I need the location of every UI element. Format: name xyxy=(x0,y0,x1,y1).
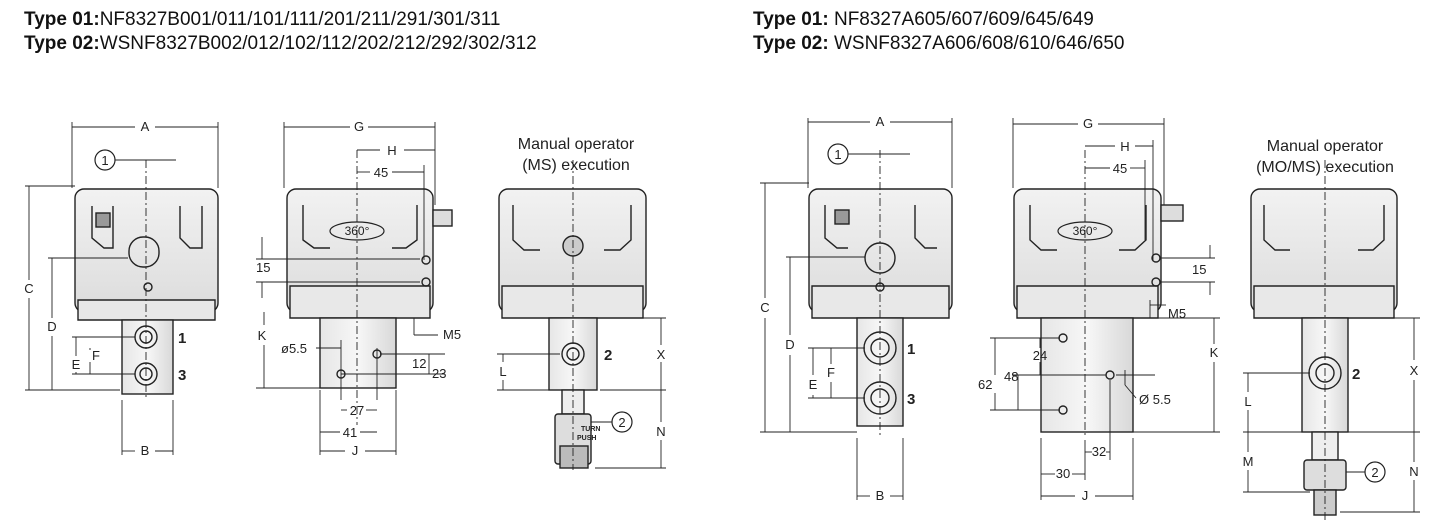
dim-C-right: C xyxy=(760,300,769,315)
dim-24-right: 24 xyxy=(1033,348,1047,363)
thread-M5-right: M5 xyxy=(1168,306,1186,321)
manual-operator-left-line2: (MS) execution xyxy=(522,157,630,174)
dim-X-left: X xyxy=(657,347,666,362)
view4-front xyxy=(808,150,953,435)
dim-A-right: A xyxy=(876,114,885,129)
dim-X-right: X xyxy=(1410,363,1419,378)
left-type02-value: WSNF8327B002/012/102/112/202/212/292/302… xyxy=(99,33,537,54)
callout-2-right: 2 xyxy=(1371,465,1378,480)
dim-32-right: 32 xyxy=(1092,444,1106,459)
dim-G-right: G xyxy=(1083,116,1093,131)
dim-B-right: B xyxy=(876,488,885,503)
dim-E-right: E xyxy=(809,377,818,392)
left-type01-header: Type 01:NF8327B001/011/101/111/201/211/2… xyxy=(24,8,500,31)
dim-A-left: A xyxy=(141,119,150,134)
left-type01-label: Type 01: xyxy=(24,9,100,30)
push-label: PUSH xyxy=(577,435,596,442)
dim-E-left: E xyxy=(72,357,81,372)
port-3-left: 3 xyxy=(178,367,186,384)
dim-G-left: G xyxy=(354,119,364,134)
right-type02-label: Type 02: xyxy=(753,33,829,54)
dim-K-left: K xyxy=(258,328,267,343)
dim-45-right: 45 xyxy=(1113,161,1127,176)
right-type01-label: Type 01: xyxy=(753,9,829,30)
dim-N-left: N xyxy=(656,424,665,439)
dim-N-right: N xyxy=(1409,464,1418,479)
dim-23-left: 23 xyxy=(432,366,446,381)
left-type02-header: Type 02:WSNF8327B002/012/102/112/202/212… xyxy=(24,32,537,55)
port-1-left: 1 xyxy=(178,330,186,347)
left-type01-value: NF8327B001/011/101/111/201/211/291/301/3… xyxy=(99,9,501,30)
dim-45-left: 45 xyxy=(374,165,388,180)
view2-dimensions xyxy=(256,122,445,455)
callout-1-right: 1 xyxy=(834,147,841,162)
dim-41-left: 41 xyxy=(343,425,357,440)
view2-side xyxy=(286,150,453,425)
view5-side xyxy=(1013,150,1184,435)
dim-62-right: 62 xyxy=(978,377,992,392)
dim-H-right: H xyxy=(1120,139,1129,154)
dim-F-right: F xyxy=(827,365,835,380)
callout-2-left: 2 xyxy=(618,415,625,430)
view6-manual-moms xyxy=(1250,160,1398,520)
dim-27-left: 27 xyxy=(350,403,364,418)
turn-label: TURN xyxy=(581,426,600,433)
dim-15-left: 15 xyxy=(256,260,270,275)
view3-dimensions xyxy=(497,317,666,469)
thread-M5-left: M5 xyxy=(443,327,461,342)
dim-15-right: 15 xyxy=(1192,262,1206,277)
port-2-left: 2 xyxy=(604,347,612,364)
dim-C-left: C xyxy=(24,281,33,296)
dim-K-right: K xyxy=(1210,345,1219,360)
right-type02-header: Type 02: WSNF8327A606/608/610/646/650 xyxy=(753,32,1124,55)
dim-J-right: J xyxy=(1082,488,1089,503)
port-3-right: 3 xyxy=(907,391,915,408)
rotation-360-right: 360° xyxy=(1073,224,1098,238)
manual-operator-left-line1: Manual operator xyxy=(518,136,635,153)
manual-operator-right-line1: Manual operator xyxy=(1267,138,1384,155)
view4-dimensions xyxy=(760,118,953,500)
view5-dimensions xyxy=(990,118,1220,500)
dim-B-left: B xyxy=(141,443,150,458)
right-type02-value: WSNF8327A606/608/610/646/650 xyxy=(828,33,1125,54)
dia-5-5-right: Ø 5.5 xyxy=(1139,392,1171,407)
right-type01-value: NF8327A605/607/609/645/649 xyxy=(828,9,1094,30)
dim-30-right: 30 xyxy=(1056,466,1070,481)
dim-F-left: F xyxy=(92,348,100,363)
dim-L-right: L xyxy=(1244,394,1251,409)
dim-48-right: 48 xyxy=(1004,369,1018,384)
manual-operator-right-line2: (MO/MS) execution xyxy=(1256,159,1394,176)
left-type02-label: Type 02: xyxy=(24,33,100,54)
dim-L-left: L xyxy=(499,364,506,379)
dim-D-left: D xyxy=(47,319,56,334)
dim-M-right: M xyxy=(1243,454,1254,469)
port-1-right: 1 xyxy=(907,341,915,358)
dim-H-left: H xyxy=(387,143,396,158)
view6-dimensions xyxy=(1243,317,1420,513)
dim-J-left: J xyxy=(352,443,359,458)
dia-5-5-left: ø5.5 xyxy=(281,341,307,356)
dim-D-right: D xyxy=(785,337,794,352)
view1-dimensions xyxy=(25,122,219,455)
dim-12-left: 12 xyxy=(412,356,426,371)
view1-front xyxy=(74,160,219,400)
rotation-360-left: 360° xyxy=(345,224,370,238)
right-type01-header: Type 01: NF8327A605/607/609/645/649 xyxy=(753,8,1094,31)
callout-1-left: 1 xyxy=(101,153,108,168)
port-2-right: 2 xyxy=(1352,366,1360,383)
